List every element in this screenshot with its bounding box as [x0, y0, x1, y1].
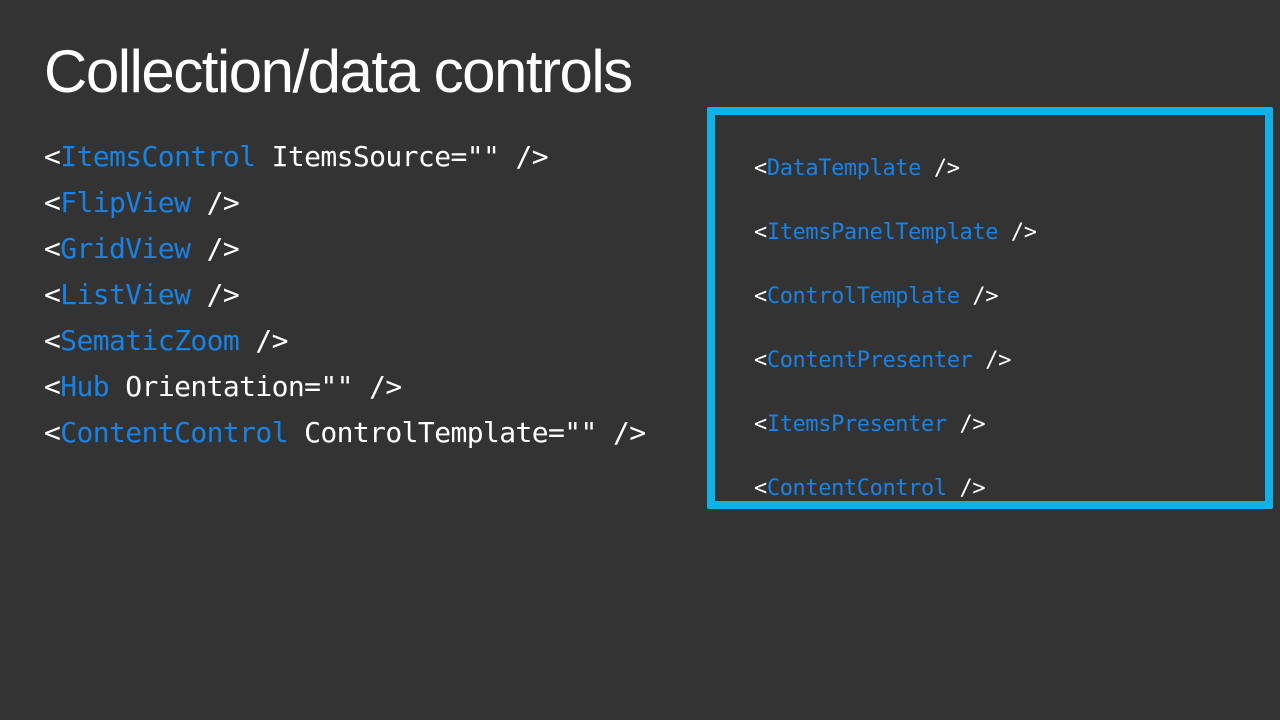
code-rest: Orientation="" /> [109, 370, 402, 403]
code-rest: /> [239, 324, 288, 357]
code-rest: ControlTemplate="" /> [287, 416, 646, 449]
code-bracket: < [754, 412, 767, 437]
code-line-list-view: <ListView /> [44, 272, 646, 318]
code-bracket: < [44, 232, 61, 265]
code-line-items-presenter: <ItemsPresenter /> [754, 393, 1037, 457]
code-rest: ItemsSource="" /> [255, 140, 549, 173]
code-rest: /> [190, 278, 240, 311]
code-bracket: < [754, 156, 767, 181]
code-line-content-presenter: <ContentPresenter /> [754, 329, 1037, 393]
code-line-grid-view: <GridView /> [44, 226, 646, 272]
code-bracket: < [754, 348, 767, 373]
code-line-sematic-zoom: <SematicZoom /> [44, 318, 646, 364]
code-rest: /> [921, 156, 960, 181]
code-tag: SematicZoom [60, 324, 240, 357]
code-bracket: < [754, 476, 767, 501]
code-line-content-control-right: <ContentControl /> [754, 457, 1037, 521]
code-tag: DataTemplate [766, 156, 922, 181]
code-rest: /> [998, 220, 1037, 245]
code-line-hub: <Hub Orientation="" /> [44, 364, 646, 410]
code-tag: ControlTemplate [766, 284, 960, 309]
code-bracket: < [44, 416, 61, 449]
code-line-data-template: <DataTemplate /> [754, 137, 1037, 201]
code-tag: ItemsPanelTemplate [766, 220, 999, 245]
code-tag: FlipView [60, 186, 191, 219]
code-line-flip-view: <FlipView /> [44, 180, 646, 226]
code-bracket: < [44, 324, 61, 357]
code-tag: ListView [60, 278, 191, 311]
highlight-box [707, 107, 1273, 509]
code-line-items-panel-template: <ItemsPanelTemplate /> [754, 201, 1037, 265]
code-rest: /> [946, 412, 986, 437]
code-bracket: < [754, 284, 767, 309]
left-code-block: <ItemsControl ItemsSource="" /> <FlipVie… [44, 134, 646, 456]
code-bracket: < [44, 140, 61, 173]
code-rest: /> [959, 284, 999, 309]
code-rest: /> [190, 186, 240, 219]
code-tag: ItemsPresenter [766, 412, 947, 437]
code-bracket: < [44, 370, 61, 403]
code-tag: ContentControl [60, 416, 288, 449]
code-rest: /> [946, 476, 986, 501]
code-bracket: < [44, 186, 61, 219]
code-bracket: < [44, 278, 61, 311]
code-line-content-control: <ContentControl ControlTemplate="" /> [44, 410, 646, 456]
right-code-block: <DataTemplate /> <ItemsPanelTemplate /> … [754, 137, 1037, 521]
code-bracket: < [754, 220, 767, 245]
slide-title: Collection/data controls [44, 38, 633, 105]
code-rest: /> [190, 232, 240, 265]
code-tag: GridView [60, 232, 191, 265]
code-tag: ContentControl [766, 476, 947, 501]
code-tag: Hub [60, 370, 110, 403]
code-line-items-control: <ItemsControl ItemsSource="" /> [44, 134, 646, 180]
code-line-control-template: <ControlTemplate /> [754, 265, 1037, 329]
code-tag: ContentPresenter [766, 348, 973, 373]
code-rest: /> [972, 348, 1011, 373]
code-tag: ItemsControl [60, 140, 256, 173]
